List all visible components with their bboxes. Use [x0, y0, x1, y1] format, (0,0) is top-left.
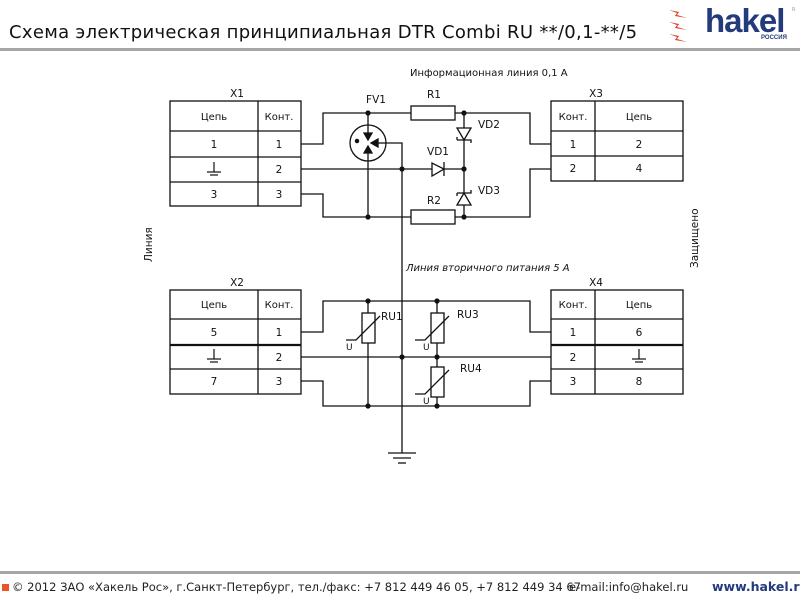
x2-row2-contact: 2: [276, 352, 283, 364]
x4-row1-circuit: 6: [636, 327, 643, 339]
x1-row2-contact: 2: [276, 164, 283, 176]
x4-row3-circuit: 8: [636, 376, 643, 388]
connector-x2-table: [169, 289, 302, 395]
x3-row2-contact: 2: [570, 163, 577, 175]
x2-row1-circuit: 5: [211, 327, 218, 339]
page-title: Схема электрическая принципиальная DTR C…: [9, 22, 638, 43]
arrester-fv1: [349, 124, 387, 162]
connector-x3-label: X3: [589, 88, 603, 100]
x1-header-circuit: Цепь: [201, 112, 227, 123]
connector-x1-table: [169, 100, 302, 207]
x4-header-contact: Конт.: [559, 300, 588, 311]
vd2-label: VD2: [478, 119, 500, 131]
x4-row3-contact: 3: [570, 376, 577, 388]
vd3-label: VD3: [478, 185, 500, 197]
connector-x2-label: X2: [230, 277, 244, 289]
diode-vd3: [455, 190, 473, 206]
connector-x1-label: X1: [230, 88, 244, 100]
x3-row2-circuit: 4: [636, 163, 643, 175]
resistor-r2: [410, 209, 456, 225]
registered-mark: R: [792, 7, 796, 13]
ground-icon: [632, 349, 646, 363]
ground-symbol: [388, 452, 416, 464]
x3-row1-contact: 1: [570, 139, 577, 151]
connector-x4-table: [550, 289, 684, 395]
x3-row1-circuit: 2: [636, 139, 643, 151]
logo-country: РОССИЯ: [761, 35, 787, 41]
info-line-label: Информационная линия 0,1 А: [410, 68, 568, 79]
x3-header-contact: Конт.: [559, 112, 588, 123]
power-line-wires: [301, 300, 551, 407]
x2-header-contact: Конт.: [265, 300, 294, 311]
copyright-text: © 2012 ЗАО «Хакель Рос», г.Санкт-Петербу…: [12, 580, 581, 594]
diode-vd2: [455, 127, 473, 143]
ground-icon: [207, 349, 221, 363]
r2-label: R2: [427, 195, 441, 207]
footer-website-link[interactable]: www.hakel.ru: [712, 579, 800, 594]
footer-email-link[interactable]: e-mail:info@hakel.ru: [569, 580, 689, 594]
power-line-label: Линия вторичного питания 5 А: [405, 263, 570, 274]
vd1-label: VD1: [427, 146, 449, 158]
bullet-square-icon: [2, 584, 9, 591]
varistor-ru1: [346, 312, 381, 344]
x2-row3-circuit: 7: [211, 376, 218, 388]
x1-row3-circuit: 3: [211, 189, 218, 201]
logo-wordmark: hakel: [705, 2, 785, 39]
fv1-label: FV1: [366, 94, 386, 106]
x4-header-circuit: Цепь: [626, 300, 652, 311]
ru1-voltage-mark: U: [346, 343, 353, 353]
connector-x3-table: [550, 100, 684, 182]
side-label-line: Линия: [143, 227, 155, 262]
connector-x4-label: X4: [589, 277, 603, 289]
varistor-ru4: [415, 366, 450, 398]
ru3-label: RU3: [457, 309, 479, 321]
x1-row3-contact: 3: [276, 189, 283, 201]
title-divider: [0, 48, 800, 51]
side-label-protected: Защищено: [689, 208, 701, 268]
x2-row3-contact: 3: [276, 376, 283, 388]
resistor-r1: [410, 105, 456, 121]
circuit-schematic: X1 Цепь Конт. 1 1 2 3 3 X2 Цепь Конт. 5 …: [143, 68, 701, 464]
x4-row1-contact: 1: [570, 327, 577, 339]
x1-header-contact: Конт.: [265, 112, 294, 123]
r1-label: R1: [427, 89, 441, 101]
x4-row2-contact: 2: [570, 352, 577, 364]
table-ground-icons: [207, 162, 646, 363]
x2-row1-contact: 1: [276, 327, 283, 339]
hakel-logo[interactable]: hakel R РОССИЯ: [665, 2, 796, 44]
x1-row1-contact: 1: [276, 139, 283, 151]
ru1-label: RU1: [381, 311, 403, 323]
varistor-ru3: [415, 312, 450, 344]
footer-divider: [0, 571, 800, 574]
x2-header-circuit: Цепь: [201, 300, 227, 311]
diode-vd1: [431, 161, 446, 178]
ru4-voltage-mark: U: [423, 397, 430, 407]
ru3-voltage-mark: U: [423, 343, 430, 353]
footer-copyright: © 2012 ЗАО «Хакель Рос», г.Санкт-Петербу…: [2, 580, 581, 594]
x1-row1-circuit: 1: [211, 139, 218, 151]
ground-icon: [207, 162, 221, 176]
x3-header-circuit: Цепь: [626, 112, 652, 123]
ru4-label: RU4: [460, 363, 482, 375]
junction-dots: [365, 110, 467, 409]
lightning-bolts-icon: [669, 10, 687, 42]
